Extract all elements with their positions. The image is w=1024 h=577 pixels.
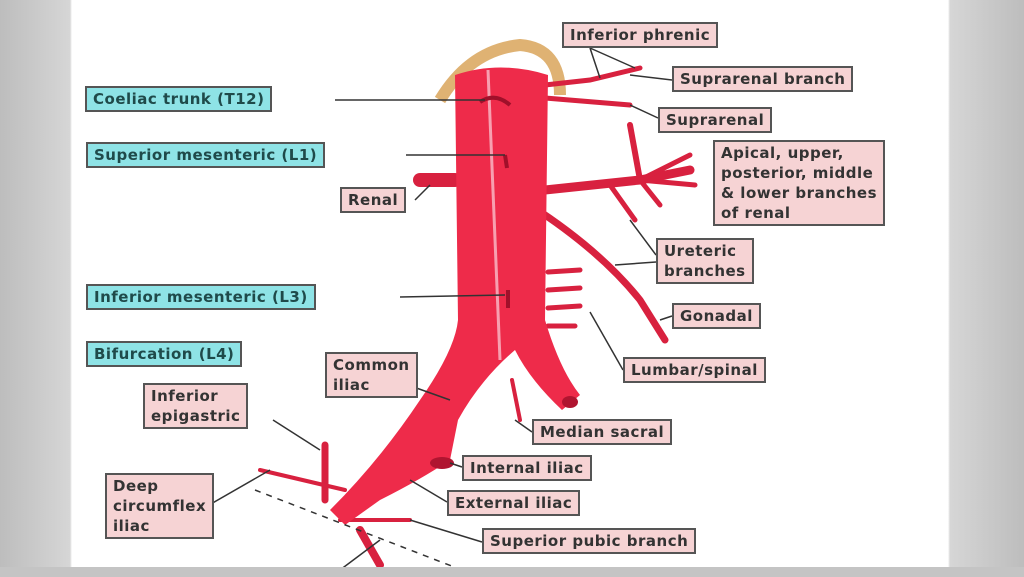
aorta — [330, 67, 580, 525]
label-suprarenal-branch: Suprarenal branch — [672, 66, 854, 92]
label-common-iliac: Common iliac — [325, 352, 418, 398]
label-internal-iliac: Internal iliac — [462, 455, 592, 481]
inguinal-ligament — [254, 489, 481, 577]
label-bifurcation: Bifurcation (L4) — [86, 341, 243, 367]
right-branches — [258, 65, 698, 569]
label-inferior-mesenteric: Inferior mesenteric (L3) — [86, 284, 316, 310]
label-inferior-phrenic: Inferior phrenic — [562, 22, 719, 48]
bottom-border — [0, 567, 1024, 577]
label-superior-mesenteric: Superior mesenteric (L1) — [86, 142, 326, 168]
label-ureteric-branches: Ureteric branches — [656, 238, 754, 284]
aorta-highlight — [486, 69, 502, 361]
label-suprarenal: Suprarenal — [658, 107, 773, 133]
label-superior-pubic-branch: Superior pubic branch — [482, 528, 697, 554]
label-external-iliac: External iliac — [447, 490, 581, 516]
label-inferior-epigastric: Inferior epigastric — [143, 383, 249, 429]
label-coeliac-trunk: Coeliac trunk (T12) — [85, 86, 273, 112]
label-deep-circumflex-iliac: Deep circumflex iliac — [105, 473, 215, 539]
leader-lines — [182, 47, 673, 571]
label-renal: Renal — [340, 187, 407, 213]
label-lumbar-spinal: Lumbar/spinal — [623, 357, 766, 383]
label-median-sacral: Median sacral — [532, 419, 673, 445]
label-renal-branches: Apical, upper, posterior, middle & lower… — [713, 140, 886, 226]
label-gonadal: Gonadal — [672, 303, 761, 329]
